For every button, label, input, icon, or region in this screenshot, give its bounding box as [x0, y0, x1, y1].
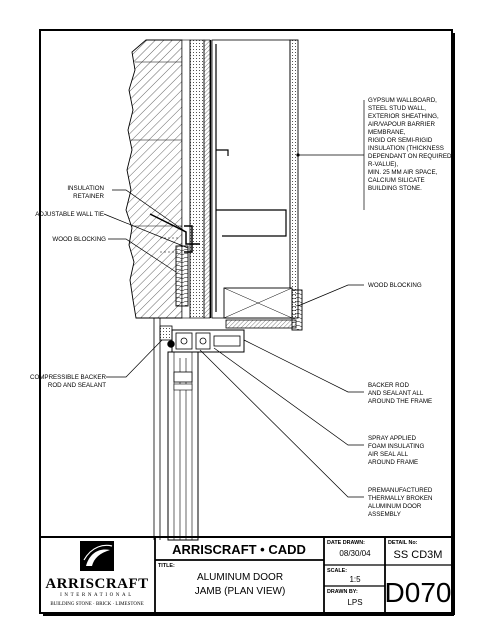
date-value: 08/30/04 — [339, 549, 371, 558]
steel-stud-cavity — [211, 39, 291, 319]
label-wall-4: AIR/VAPOUR BARRIER — [368, 121, 435, 128]
wood-blocking-outer — [175, 245, 189, 307]
title-label: TITLE: — [158, 563, 175, 569]
gypsum-wallboard — [289, 39, 299, 319]
wood-strip — [225, 319, 297, 329]
annotations-right: GYPSUM WALLBOARD, STEEL STUD WALL, EXTER… — [368, 97, 452, 518]
label-spray-foam-4: AROUND FRAME — [368, 459, 418, 466]
label-spray-foam-1: SPRAY APPLIED — [368, 435, 416, 442]
label-frame-3: ALUMINUM DOOR — [368, 503, 422, 510]
exterior-sheathing — [203, 39, 211, 319]
label-wall-12: BUILDING STONE. — [368, 185, 422, 192]
label-spray-foam-3: AIR SEAL ALL — [368, 451, 409, 458]
building-stone — [125, 39, 183, 319]
date-label: DATE DRAWN: — [327, 540, 365, 546]
label-wall-5: MEMBRANE, — [368, 129, 406, 136]
label-insulation-retainer-1: INSULATION — [67, 185, 104, 192]
label-wall-1: GYPSUM WALLBOARD, — [368, 97, 437, 104]
label-backer-rod-sealant-1: BACKER ROD — [368, 382, 409, 389]
steel-stud — [215, 44, 287, 312]
label-backer-rod-sealant-2: AND SEALANT ALL — [368, 390, 424, 397]
drawing-number: D070 — [385, 577, 452, 608]
scale-label: SCALE: — [327, 568, 347, 574]
label-frame-4: ASSEMBLY — [368, 511, 401, 518]
leader-lines — [103, 100, 365, 498]
label-wall-7: INSULATION (THICKNESS — [368, 145, 444, 152]
plan-detail — [125, 39, 303, 541]
label-frame-1: PREMANUFACTURED — [368, 487, 433, 494]
label-spray-foam-2: FOAM INSULATING — [368, 443, 424, 450]
label-wall-11: CALCIUM SILICATE — [368, 177, 425, 184]
label-insulation-retainer-2: RETAINER — [73, 193, 104, 200]
annotations-left: INSULATION RETAINER ADJUSTABLE WALL TIE … — [30, 185, 107, 389]
scale-value: 1:5 — [349, 575, 361, 584]
drawing-title-line-2: JAMB (PLAN VIEW) — [195, 586, 286, 597]
drawn-by-label: DRAWN BY: — [327, 589, 358, 595]
logo-international: INTERNATIONAL — [60, 593, 134, 598]
arriscraft-logo: ARRISCRAFT INTERNATIONAL BUILDING STONE … — [45, 541, 148, 607]
label-wall-9: R-VALUE), — [368, 161, 398, 168]
label-wall-6: RIGID OR SEMI-RIGID — [368, 137, 433, 144]
label-frame-2: THERMALLY BROKEN — [368, 495, 432, 502]
drawing-title-line-1: ALUMINUM DOOR — [197, 572, 283, 583]
label-backer-rod-2: ROD AND SEALANT — [48, 382, 106, 389]
insulation-retainer — [184, 225, 193, 253]
label-wall-8: DEPENDANT ON REQUIRED — [368, 153, 452, 160]
title-block — [40, 536, 452, 613]
label-wall-10: MIN. 25 MM AIR SPACE, — [368, 169, 438, 176]
label-wall-2: STEEL STUD WALL, — [368, 105, 426, 112]
rigid-insulation — [189, 39, 205, 319]
interior-trim — [291, 289, 303, 331]
label-adjustable-wall-tie: ADJUSTABLE WALL TIE — [35, 211, 104, 218]
label-wood-blocking-right: WOOD BLOCKING — [368, 282, 422, 289]
detail-label: DETAIL No: — [388, 540, 418, 546]
detail-code: SS CD3M — [394, 549, 443, 561]
company-name: ARRISCRAFT • CADD — [172, 542, 306, 557]
label-wood-blocking-left: WOOD BLOCKING — [52, 236, 106, 243]
adjustable-wall-tie — [149, 213, 200, 245]
label-backer-rod-sealant-3: AROUND THE FRAME — [368, 398, 432, 405]
label-backer-rod-1: COMPRESSIBLE BACKER — [30, 374, 107, 381]
logo-tagline: BUILDING STONE · BRICK · LIMESTONE — [50, 602, 143, 607]
label-wall-3: EXTERIOR SHEATHING, — [368, 113, 439, 120]
logo-wordmark: ARRISCRAFT — [45, 576, 148, 592]
drawn-by-value: LPS — [347, 598, 362, 607]
aluminum-door-frame — [159, 325, 245, 541]
